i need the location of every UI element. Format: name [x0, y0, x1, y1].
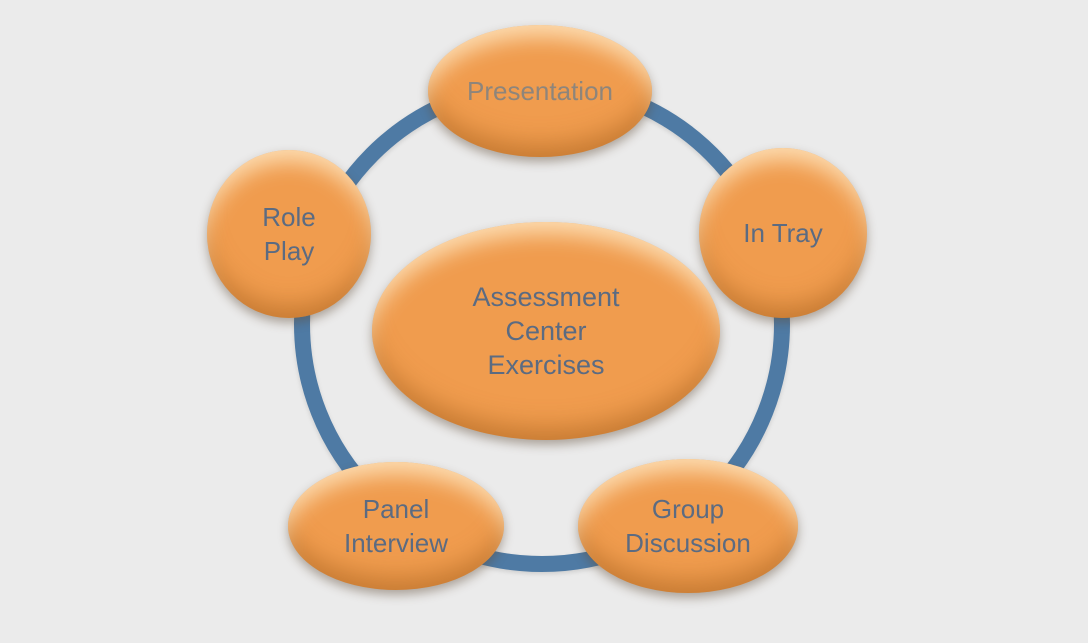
node-in-tray: In Tray [699, 148, 867, 318]
node-center-label-line1: Assessment [472, 282, 620, 312]
node-center: Assessment Center Exercises [372, 222, 720, 440]
node-panel-interview-label-line1: Panel [362, 494, 430, 524]
node-group-discussion-label-line1: Group [651, 494, 725, 524]
node-group-discussion-label-line2: Discussion [625, 528, 751, 558]
node-presentation: Presentation [428, 25, 652, 157]
node-panel-interview: Panel Interview [288, 462, 504, 590]
node-in-tray-label: In Tray [743, 218, 823, 248]
node-role-play: Role Play [207, 150, 371, 318]
node-presentation-label: Presentation [467, 76, 613, 106]
node-group-discussion: Group Discussion [578, 459, 798, 593]
node-panel-interview-label-line2: Interview [343, 528, 449, 558]
node-center-label-line2: Center [505, 316, 587, 346]
node-center-label-line3: Exercises [487, 350, 605, 380]
node-role-play-label-line2: Play [263, 236, 315, 266]
node-role-play-label-line1: Role [262, 202, 316, 232]
